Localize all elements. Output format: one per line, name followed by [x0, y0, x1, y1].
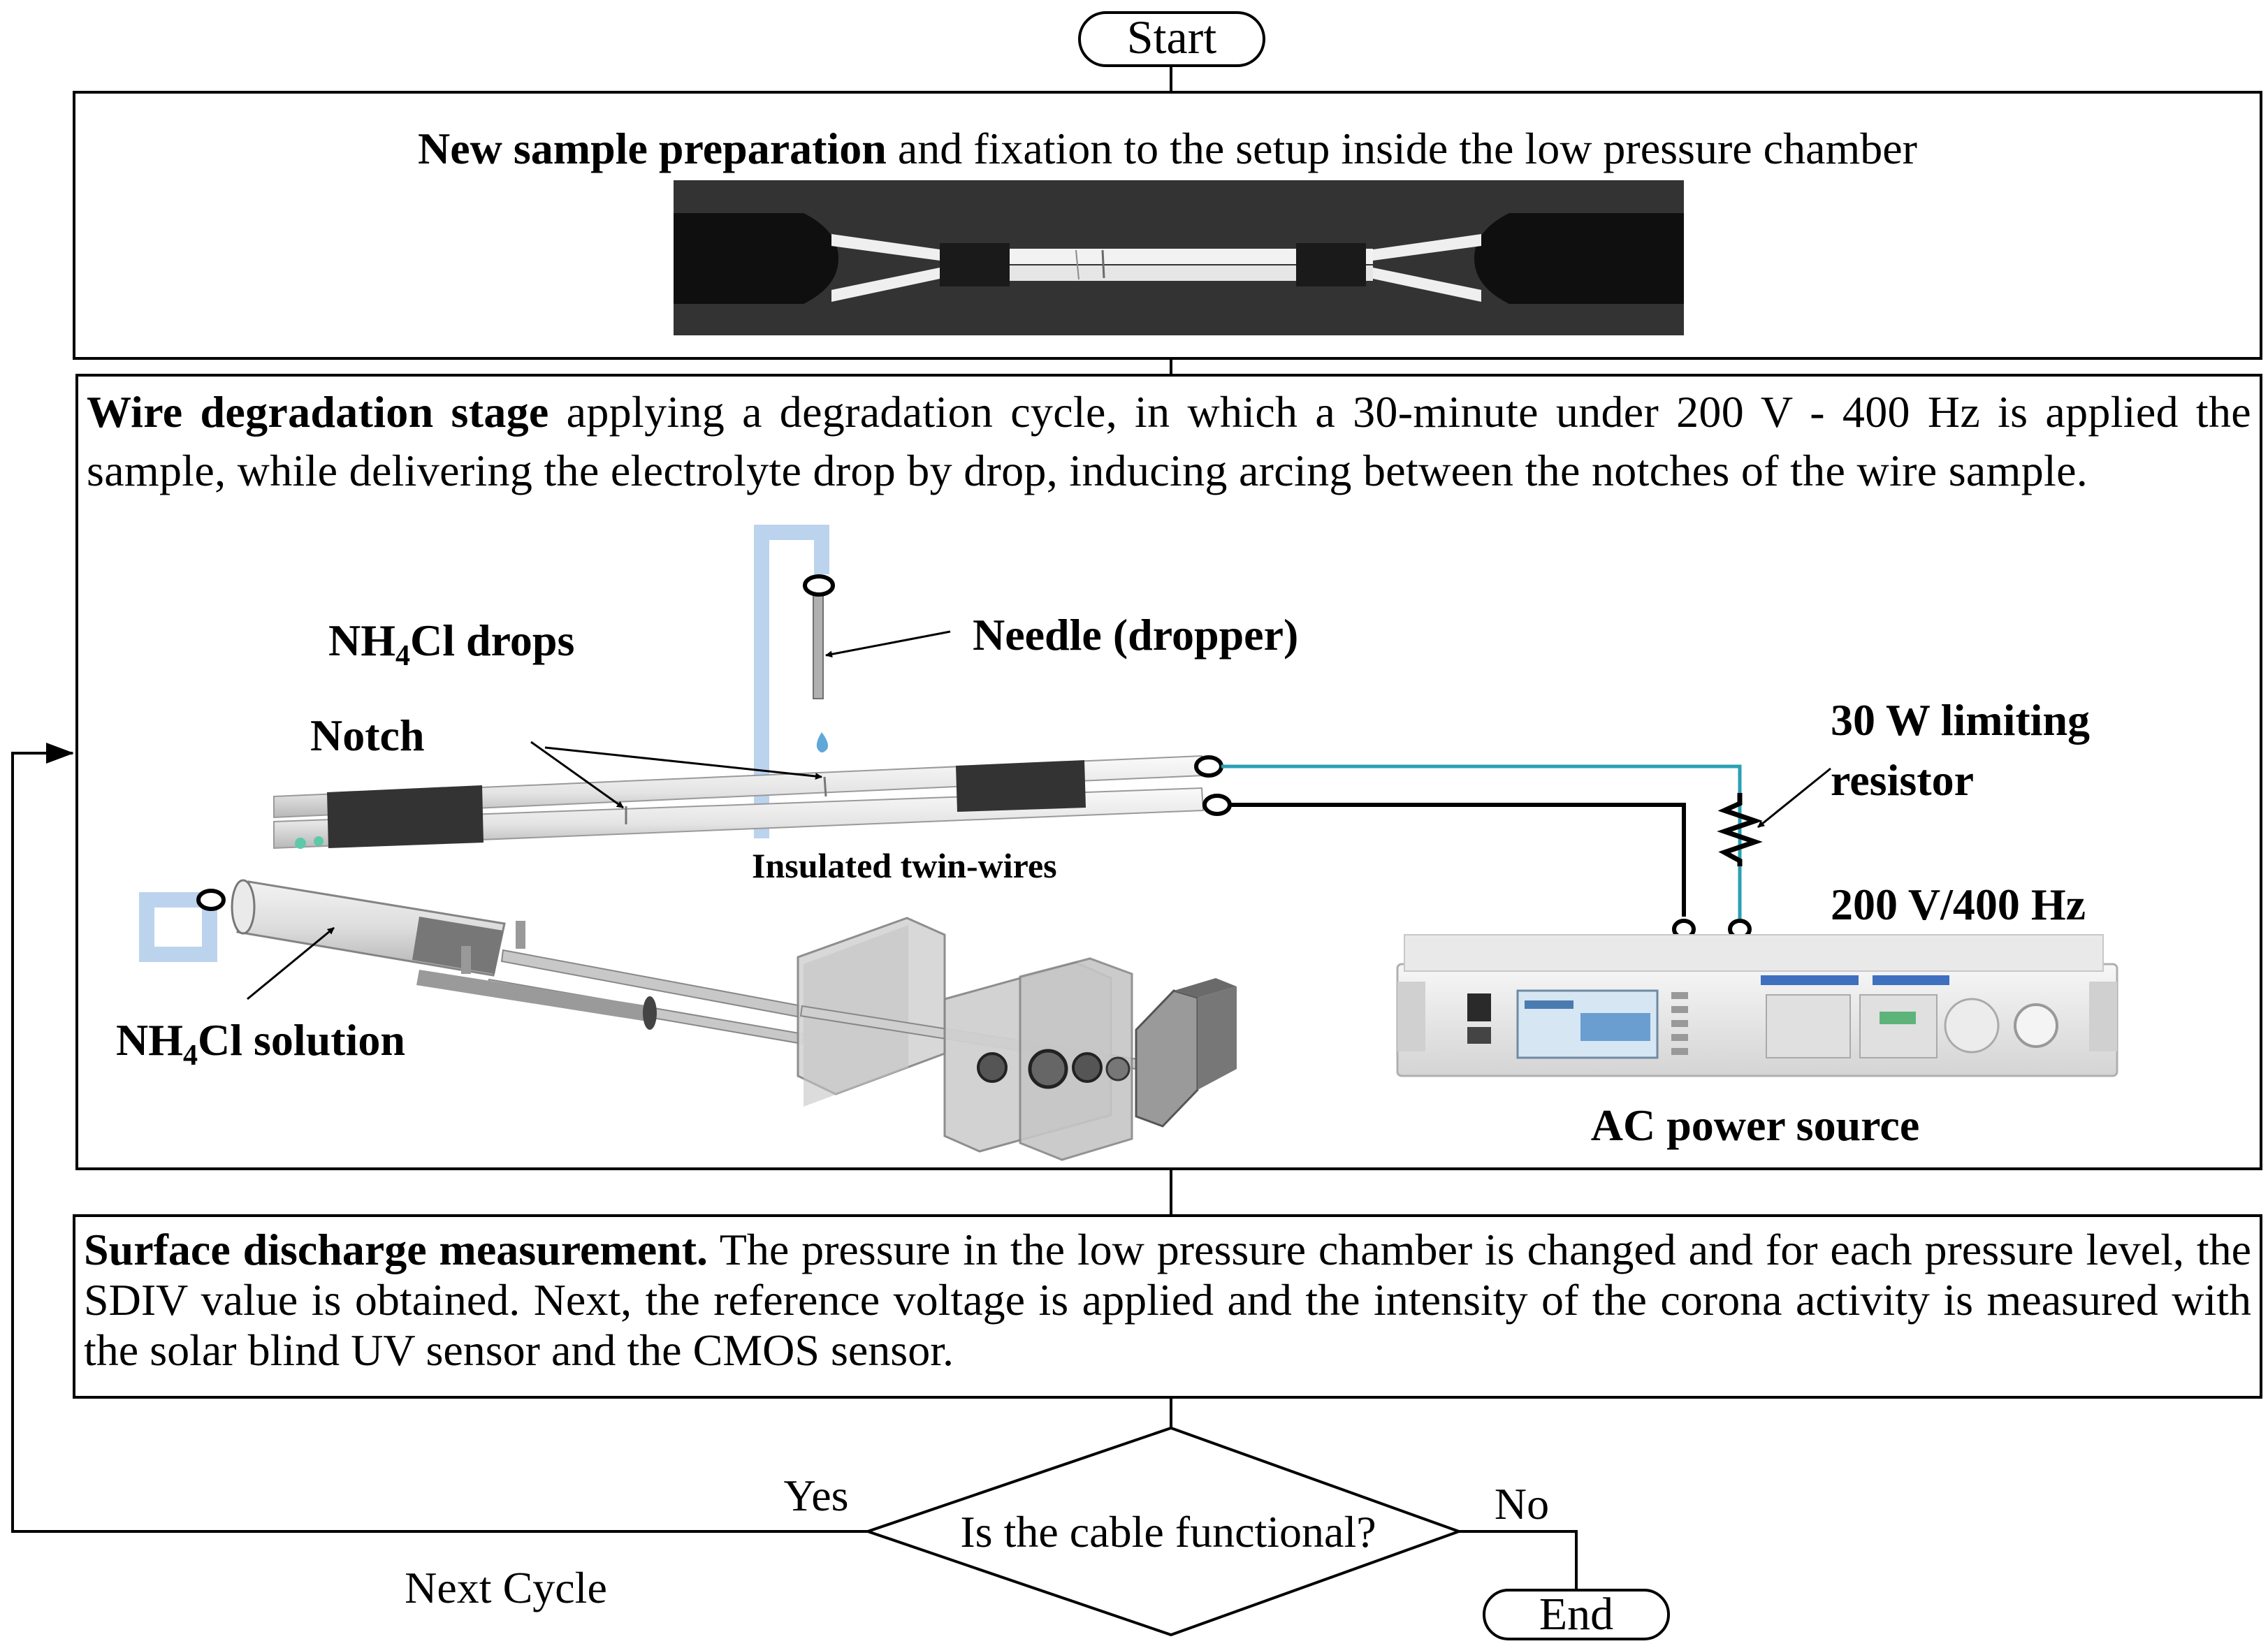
end-terminal: [1483, 1589, 1670, 1640]
cyan-wire: [1221, 764, 1742, 922]
start-label: Start: [1127, 10, 1217, 64]
twin-wire-sample: [273, 755, 1232, 850]
next-cycle-label: Next Cycle: [405, 1563, 607, 1612]
needle-label: Needle (dropper): [973, 610, 1298, 660]
notch-leader-line-2: [544, 746, 822, 780]
resistor-symbol: [1717, 793, 1763, 866]
notch-label: Notch: [310, 711, 425, 760]
decision-diamond: [863, 1426, 1463, 1637]
nh4cl-drops-label: NH4Cl drops: [328, 616, 574, 672]
surface-discharge-box: [73, 1214, 2262, 1399]
no-label: No: [1495, 1479, 1549, 1529]
decision-question: Is the cable functional?: [960, 1507, 1376, 1557]
needle-leader-line: [825, 630, 951, 658]
yes-loop-connector: [11, 743, 868, 1533]
ac-power-source-label: AC power source: [1591, 1100, 1919, 1150]
twin-wires-label: Insulated twin-wires: [752, 846, 1057, 885]
resistor-leader-line: [1757, 767, 1831, 829]
end-label: End: [1539, 1589, 1613, 1640]
start-terminal: [1078, 11, 1265, 67]
surface-discharge-text: Surface discharge measurement. The press…: [84, 1225, 2252, 1375]
yes-label: Yes: [783, 1471, 848, 1520]
black-wire: [1230, 803, 1686, 917]
voltage-label: 200 V/400 Hz: [1831, 880, 2086, 929]
resistor-label-line2: resistor: [1831, 755, 1974, 805]
sample-preparation-text: New sample preparation and fixation to t…: [418, 124, 1917, 173]
wire-sample-photo: [674, 180, 1684, 335]
needle-dropper: [803, 574, 835, 699]
syringe-pump-mechanism: [139, 879, 1237, 1161]
no-connector: [1459, 1530, 1578, 1590]
ac-power-source-device: [1396, 934, 2118, 1077]
electrolyte-tube: [754, 525, 829, 838]
solution-leader-line: [247, 926, 335, 1000]
resistor-label-line1: 30 W limiting: [1831, 695, 2090, 745]
electrolyte-drop: [816, 732, 828, 752]
wire-degradation-text: Wire degradation stage applying a degrad…: [87, 387, 2251, 495]
nh4cl-solution-label: NH4Cl solution: [116, 1015, 405, 1072]
notch-leader-line-1: [530, 741, 624, 809]
